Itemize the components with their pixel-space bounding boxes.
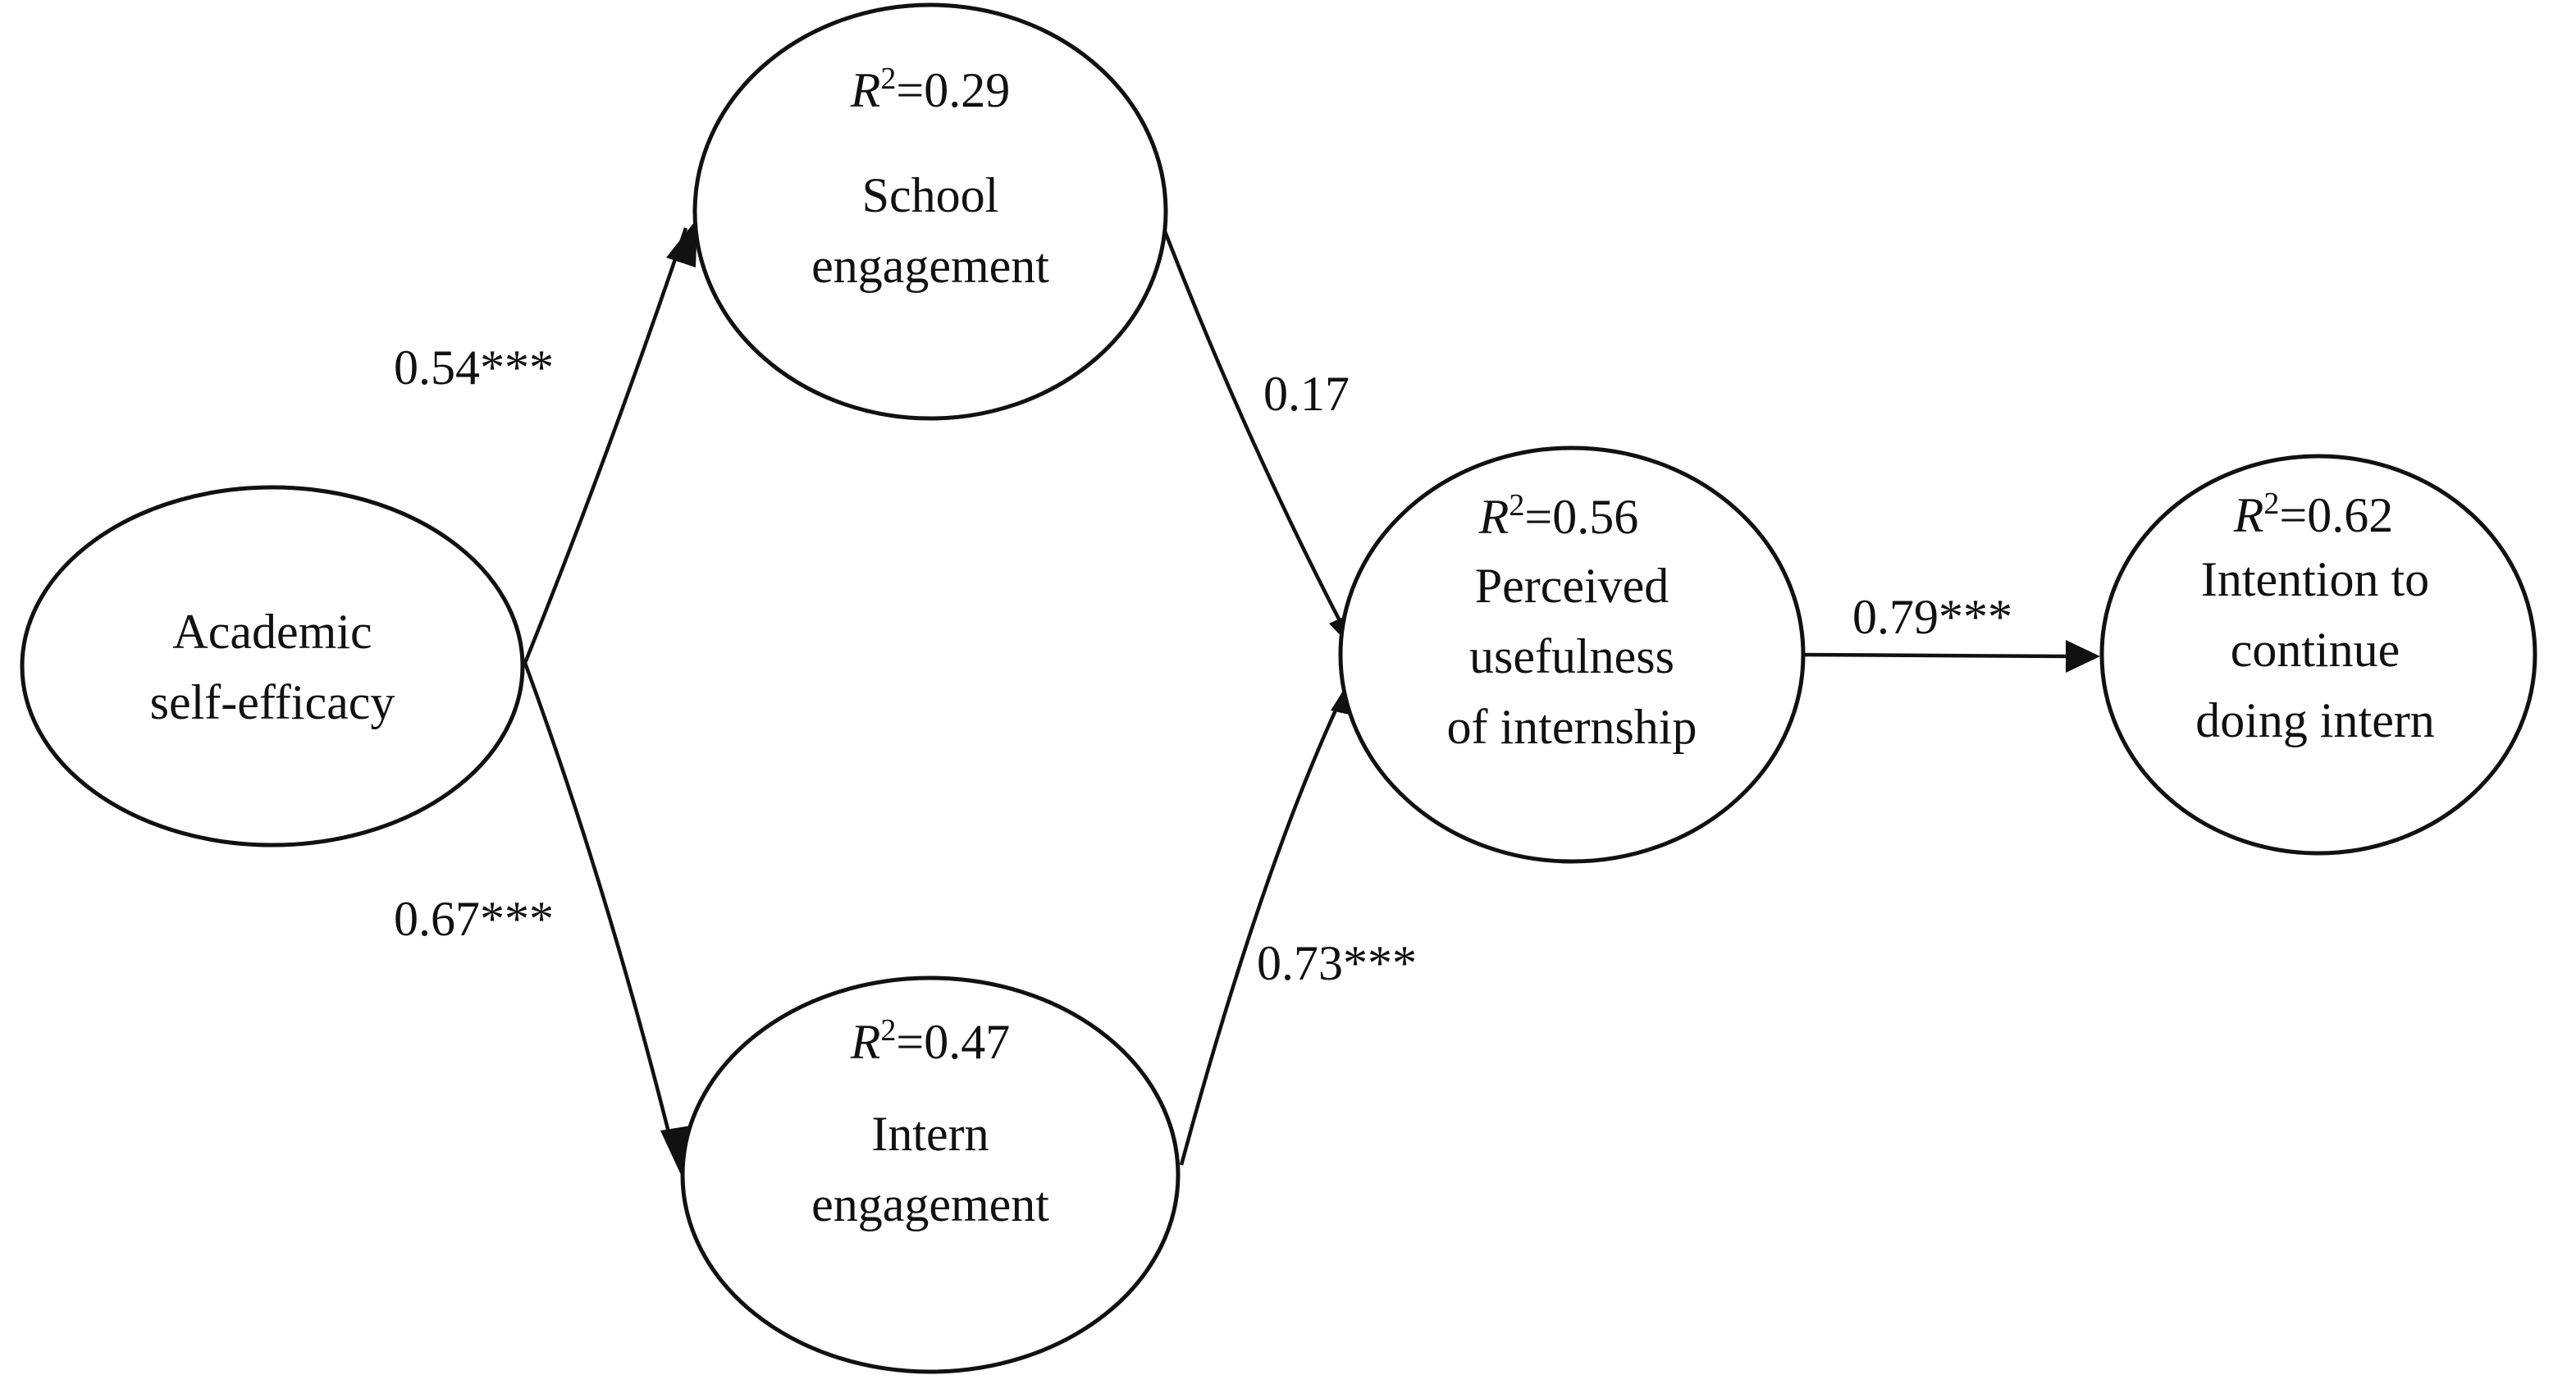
arrow-head	[2066, 640, 2100, 673]
node-label-line: engagement	[811, 239, 1049, 293]
r-squared-symbol: R	[1478, 490, 1510, 544]
node-label-line: School	[862, 168, 999, 222]
r-squared-value: =0.47	[896, 1015, 1010, 1069]
node-label-line: of internship	[1447, 700, 1697, 754]
node-label-line: Academic	[172, 605, 372, 659]
r-squared-label: R2=0.56	[1478, 488, 1639, 544]
arrow-head	[666, 218, 697, 267]
node-ellipse	[680, 975, 1181, 1374]
node-intention-to-continue: R2=0.62 Intention to continue doing inte…	[2099, 454, 2537, 856]
node-label-line: Intern	[871, 1107, 989, 1161]
r-squared-exponent: 2	[2263, 487, 2279, 521]
node-label-line: self-efficacy	[150, 675, 395, 729]
node-label-line: continue	[2231, 623, 2400, 677]
node-ellipse	[20, 485, 525, 847]
node-ellipse	[1338, 445, 1806, 864]
node-intern-engagement: R2=0.47 Intern engagement	[680, 975, 1181, 1374]
edge-line	[1801, 652, 2072, 659]
r-squared-label: R2=0.62	[2233, 487, 2394, 542]
r-squared-exponent: 2	[1509, 488, 1524, 523]
node-label-line: engagement	[811, 1177, 1049, 1231]
edge-intern-to-usefulness	[1179, 666, 1360, 1166]
r-squared-value: =0.29	[896, 63, 1010, 117]
node-ellipse	[692, 2, 1168, 421]
edge-line	[1162, 231, 1347, 633]
coefficient-academic-to-intern: 0.67***	[394, 892, 554, 946]
r-squared-label: R2=0.29	[850, 62, 1011, 117]
node-label-line: Intention to	[2201, 552, 2429, 606]
node-ellipse	[2099, 454, 2537, 856]
edge-line	[1179, 688, 1348, 1166]
r-squared-symbol: R	[850, 63, 881, 117]
edge-line	[523, 227, 688, 664]
edge-school-to-usefulness	[1162, 231, 1360, 656]
node-perceived-usefulness: R2=0.56 Perceived usefulness of internsh…	[1338, 445, 1806, 864]
node-label-line: Perceived	[1475, 559, 1669, 613]
coefficient-academic-to-school: 0.54***	[394, 340, 554, 395]
r-squared-value: =0.62	[2279, 488, 2393, 542]
edge-academic-to-school	[523, 218, 697, 664]
coefficient-usefulness-to-intention: 0.79***	[1852, 590, 2012, 644]
coefficient-intern-to-usefulness: 0.73***	[1257, 936, 1417, 990]
r-squared-symbol: R	[2233, 488, 2264, 542]
node-school-engagement: R2=0.29 School engagement	[692, 2, 1168, 421]
edge-usefulness-to-intention	[1801, 640, 2100, 673]
node-academic-self-efficacy: Academic self-efficacy	[20, 485, 525, 847]
r-squared-exponent: 2	[880, 1013, 896, 1048]
edge-line	[523, 662, 675, 1149]
node-label-line: usefulness	[1469, 629, 1674, 683]
r-squared-symbol: R	[850, 1015, 881, 1069]
node-label-line: doing intern	[2195, 693, 2435, 747]
coefficient-school-to-usefulness: 0.17	[1263, 367, 1350, 421]
r-squared-value: =0.56	[1524, 490, 1638, 544]
r-squared-label: R2=0.47	[850, 1013, 1011, 1069]
r-squared-exponent: 2	[880, 62, 896, 96]
